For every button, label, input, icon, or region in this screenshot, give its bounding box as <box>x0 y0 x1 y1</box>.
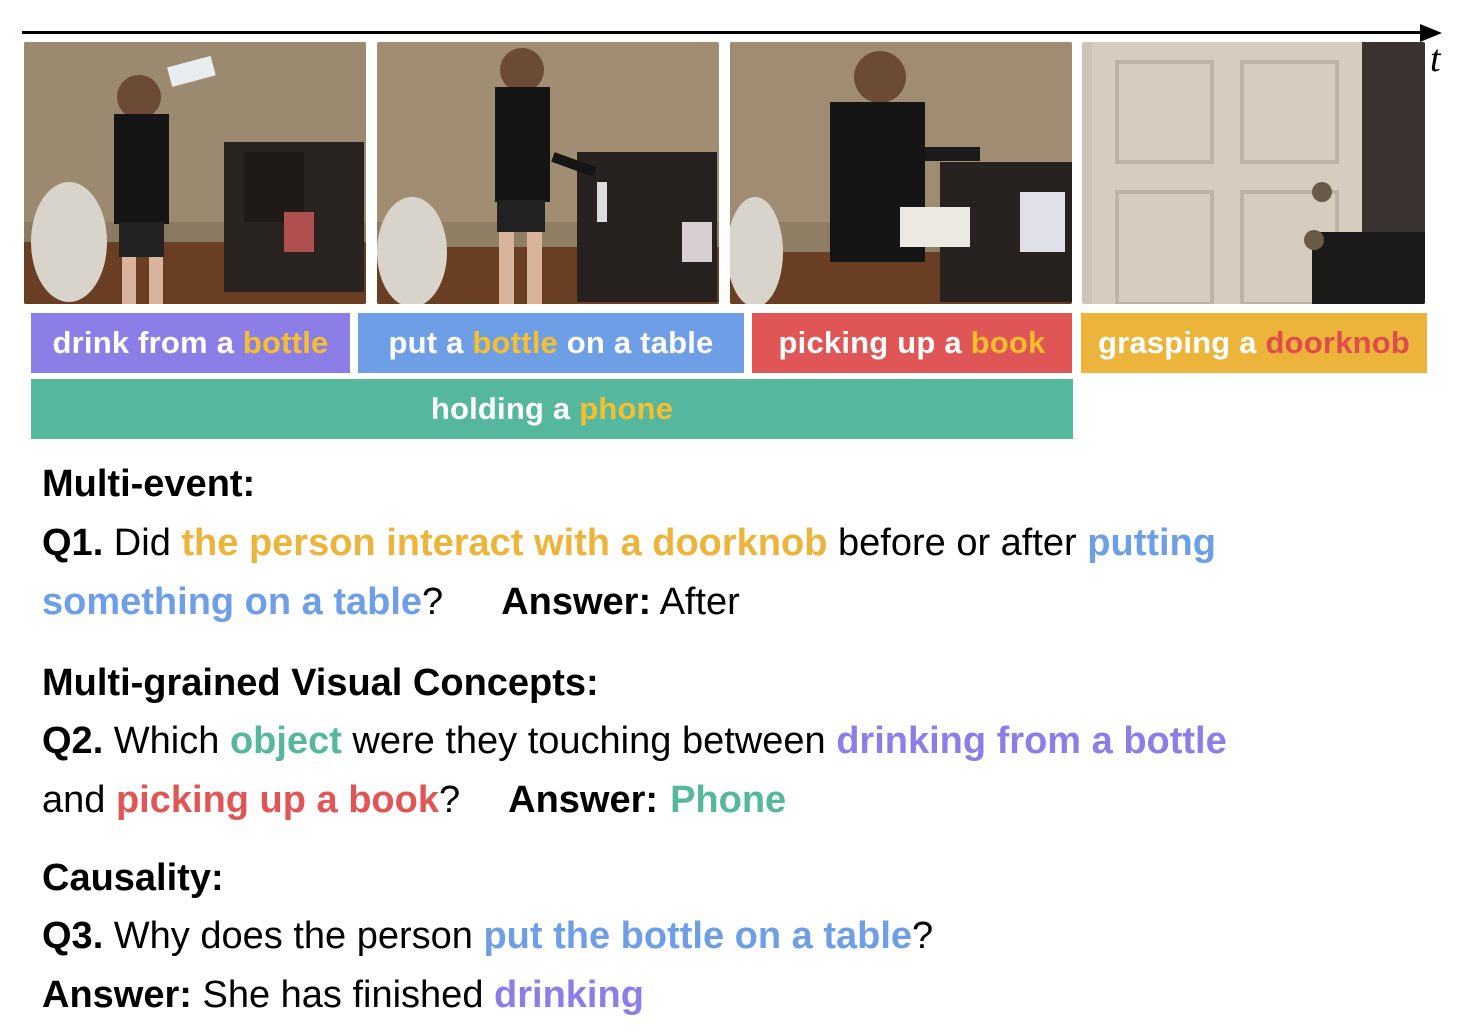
section-heading-causality: Causality: <box>42 857 224 899</box>
event-text: put a <box>388 325 473 360</box>
event-text: drink from a <box>52 325 243 360</box>
question-label: Q3. <box>42 915 104 957</box>
section-heading-visual-concepts: Multi-grained Visual Concepts: <box>42 662 599 704</box>
video-frame-doorknob <box>1082 42 1425 304</box>
event-reference: something on a table <box>42 581 423 623</box>
event-object: bottle <box>472 325 558 360</box>
question-text: Why does the person <box>103 915 484 957</box>
question-text: before or after <box>827 522 1088 564</box>
answer-label: Answer: <box>508 779 659 821</box>
event-grasping-doorknob: grasping a doorknob <box>1081 313 1427 373</box>
event-object: phone <box>579 391 674 426</box>
answer-text: Phone <box>670 779 787 821</box>
question-q1: Q1. Did the person interact with a doork… <box>42 521 1216 567</box>
question-text: were they touching between <box>341 720 837 762</box>
timeline-arrow-head <box>1420 24 1442 42</box>
video-frame-drink <box>24 42 366 304</box>
question-text: Did <box>103 522 182 564</box>
answer-text: After <box>651 581 740 623</box>
event-reference: put the bottle on a table <box>483 915 913 957</box>
event-reference: drinking <box>494 974 644 1016</box>
event-reference: the person interact with a doorknob <box>181 522 828 564</box>
timeline-arrow-line <box>22 31 1424 34</box>
event-picking-up-book: picking up a book <box>752 313 1072 373</box>
event-text: picking up a <box>778 325 971 360</box>
question-text: ? <box>422 581 444 623</box>
event-text: holding a <box>430 391 580 426</box>
event-text: grasping a <box>1097 325 1266 360</box>
timeline-axis <box>22 20 1446 50</box>
question-text: and <box>42 779 116 821</box>
event-put-bottle-on-table: put a bottle on a table <box>358 313 744 373</box>
event-reference: putting <box>1087 522 1216 564</box>
event-object: doorknob <box>1265 325 1411 360</box>
event-reference: drinking from a bottle <box>836 720 1227 762</box>
video-frame-pick-book <box>730 42 1072 304</box>
question-text: ? <box>912 915 934 957</box>
question-q2: Q2. Which object were they touching betw… <box>42 719 1227 765</box>
event-object: bottle <box>242 325 329 360</box>
video-frame-put-bottle <box>377 42 719 304</box>
question-label: Q2. <box>42 720 104 762</box>
time-axis-label: t <box>1430 38 1441 80</box>
answer-text: She has finished <box>191 974 495 1016</box>
question-label: Q1. <box>42 522 104 564</box>
question-text: Which <box>103 720 230 762</box>
event-holding-phone: holding a phone <box>31 379 1073 439</box>
answer-label: Answer: <box>501 581 652 623</box>
question-q1-continued: something on a table? Answer: After <box>42 580 740 626</box>
event-drink-from-bottle: drink from a bottle <box>31 313 350 373</box>
question-q3: Q3. Why does the person put the bottle o… <box>42 914 933 960</box>
question-q2-continued: and picking up a book? Answer: Phone <box>42 778 786 824</box>
concept-reference: object <box>229 720 342 762</box>
answer-q3: Answer: She has finished drinking <box>42 973 644 1019</box>
event-reference: picking up a book <box>115 779 439 821</box>
question-text: ? <box>439 779 461 821</box>
event-text: on a table <box>557 325 714 360</box>
event-object: book <box>970 325 1046 360</box>
section-heading-multi-event: Multi-event: <box>42 463 256 505</box>
answer-label: Answer: <box>42 974 192 1016</box>
